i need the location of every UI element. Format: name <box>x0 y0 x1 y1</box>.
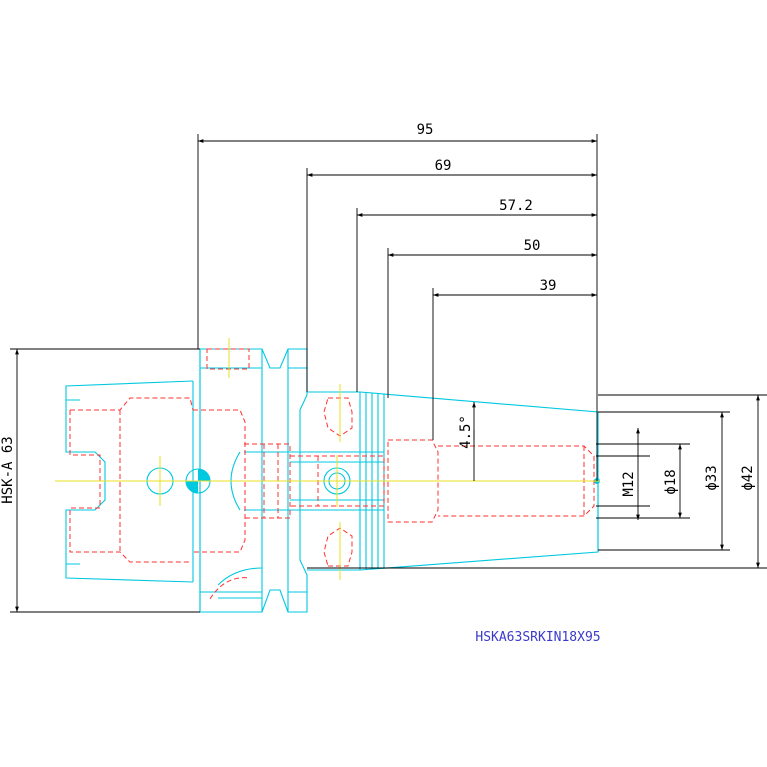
dia-33-label: ϕ33 <box>704 465 720 490</box>
part-outline <box>65 348 600 613</box>
angle-label: 4.5° <box>458 415 474 449</box>
hsk-label: HSK-A 63 <box>0 436 16 503</box>
dim-69-label: 69 <box>435 158 452 174</box>
dim-57-2-label: 57.2 <box>499 198 533 214</box>
dim-50-label: 50 <box>524 238 541 254</box>
dia-42-label: ϕ42 <box>740 465 756 490</box>
flange <box>199 348 308 613</box>
part-code-title: HSKA63SRKIN18X95 <box>475 630 600 645</box>
dia-18-label: ϕ18 <box>663 469 679 494</box>
thread-label: M12 <box>621 471 637 496</box>
dim-39-label: 39 <box>540 278 557 294</box>
dim-95-label: 95 <box>417 122 434 138</box>
center-lines <box>55 338 600 580</box>
dimension-lines <box>10 134 767 613</box>
